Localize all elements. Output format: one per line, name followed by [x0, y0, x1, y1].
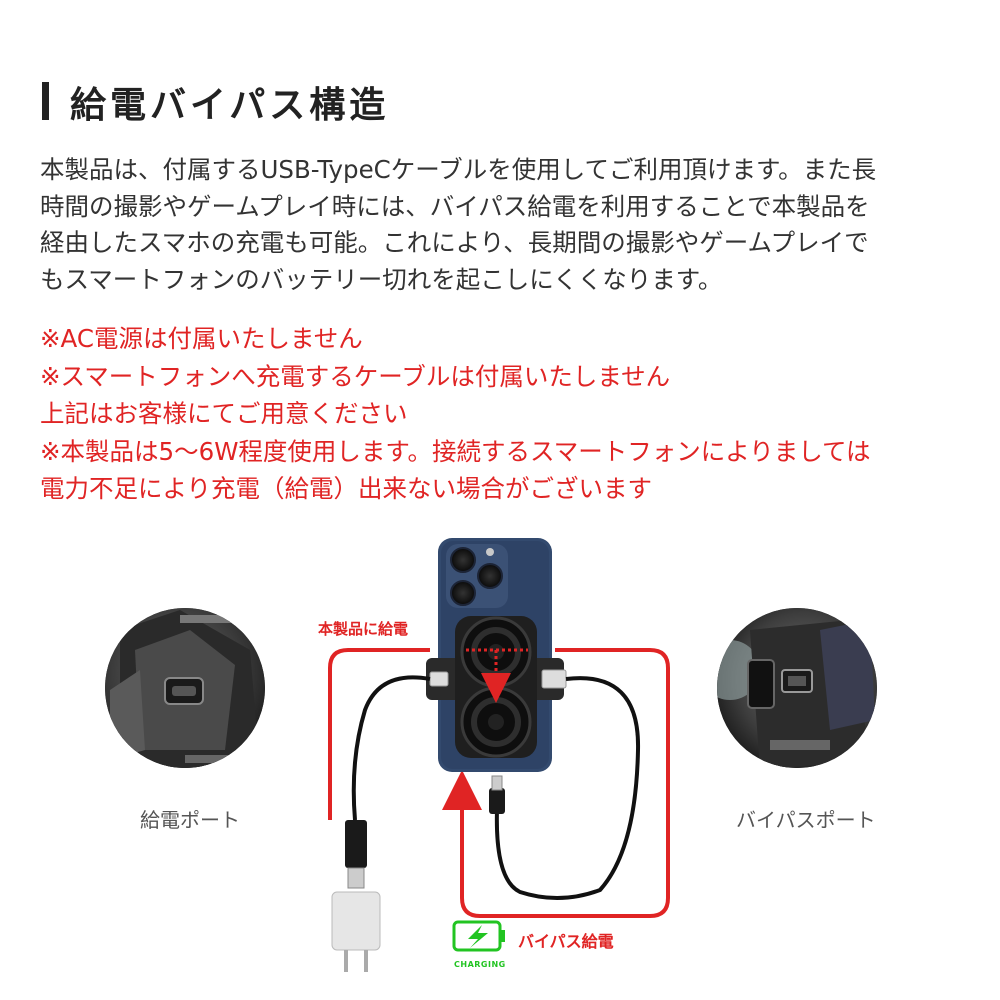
- page-title: 給電バイパス構造: [70, 85, 390, 126]
- bypass-cable: [489, 669, 641, 900]
- description-line: もスマートフォンのバッテリー切れを起こしにくくなります。: [40, 264, 723, 294]
- note-line: 上記はお客様にてご用意ください: [40, 399, 408, 428]
- bypass-port-label: バイパスポート: [736, 808, 876, 832]
- bypass-feed-label: バイパス給電: [518, 932, 614, 951]
- note-line: ※AC電源は付属いたしません: [40, 324, 363, 353]
- charging-battery-icon: [452, 920, 505, 952]
- cooler-device: [426, 616, 564, 758]
- bypass-diagram: 給電ポート バイパスポート 本製品に給電 バイパス給電 CHARGING: [0, 520, 1000, 1000]
- title-accent-bar: [42, 82, 49, 120]
- note-line: ※本製品は5〜6W程度使用します。接続するスマートフォンによりましては: [40, 436, 871, 466]
- charging-label: CHARGING: [454, 960, 506, 969]
- feed-path: [328, 648, 430, 820]
- bypass-path: [442, 648, 670, 918]
- description-line: 経由したスマホの充電も可能。これにより、長期間の撮影やゲームプレイで: [40, 228, 869, 257]
- description-line: 時間の撮影やゲームプレイ時には、バイパス給電を利用することで本製品を: [40, 191, 870, 221]
- feed-port-label: 給電ポート: [140, 808, 240, 832]
- product-feed-label: 本製品に給電: [318, 620, 409, 638]
- note-line: ※スマートフォンへ充電するケーブルは付属いたしません: [40, 361, 671, 391]
- diagram-graphics: [105, 538, 877, 972]
- notes: ※AC電源は付属いたしません ※スマートフォンへ充電するケーブルは付属いたしませ…: [40, 320, 960, 508]
- description: 本製品は、付属するUSB-TypeCケーブルを使用してご利用頂けます。また長 時…: [40, 152, 960, 298]
- feed-cable: [331, 671, 449, 972]
- bypass-port-closeup: [717, 608, 877, 768]
- note-line: 電力不足により充電（給電）出来ない場合がございます: [40, 474, 653, 503]
- description-line: 本製品は、付属するUSB-TypeCケーブルを使用してご利用頂けます。また長: [40, 155, 877, 184]
- feed-port-closeup: [105, 608, 265, 768]
